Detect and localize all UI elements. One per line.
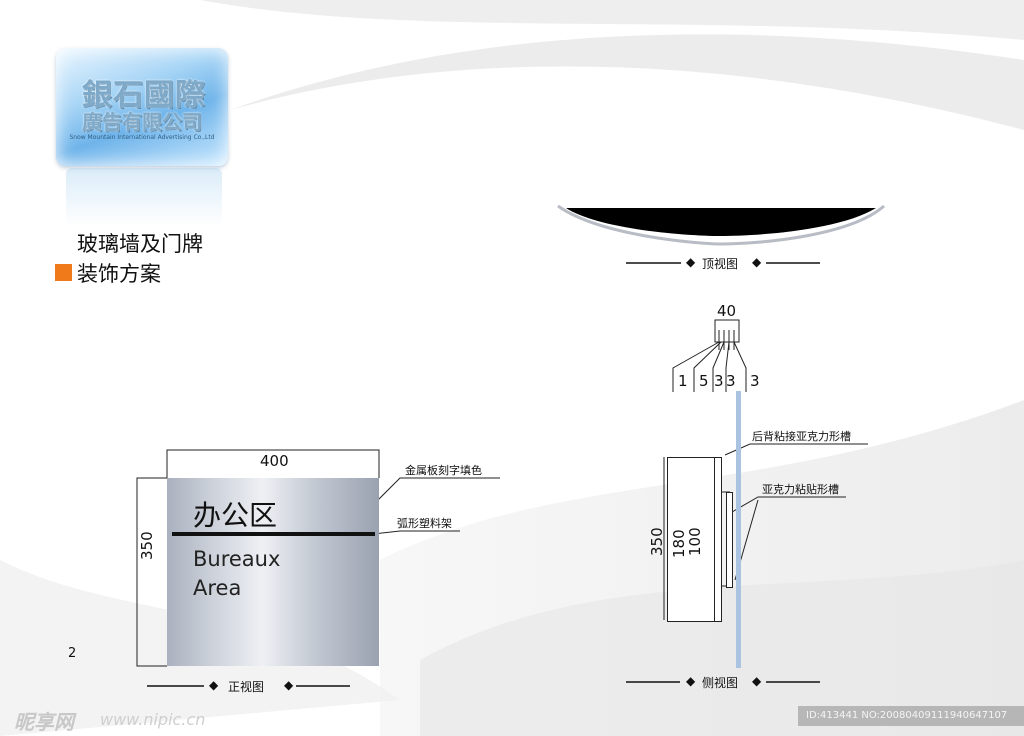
label-metal-plate: 金属板刻字填色 <box>405 464 482 477</box>
top-view-caption: 顶视图 <box>702 257 739 271</box>
company-logo: 銀石國際 廣告有限公司 Snow Mountain International … <box>56 48 228 166</box>
diamond-icon: ◆ <box>284 678 294 692</box>
side-sign-plate <box>667 457 716 622</box>
watermark-brand: 昵享网 <box>14 710 74 734</box>
label-acrylic-slot: 亚克力粘贴形槽 <box>762 483 839 496</box>
label-back-acrylic: 后背粘接亚克力形槽 <box>752 430 851 443</box>
side-dimension-100: 100 <box>686 527 704 556</box>
orange-bullet-icon <box>55 264 72 281</box>
side-sign-backing <box>714 457 722 622</box>
side-sub-dimension: 3 <box>750 372 760 390</box>
side-sub-dimension: 5 <box>699 372 709 390</box>
sign-text-english-2: Area <box>193 576 242 600</box>
diamond-icon: ◆ <box>686 255 696 269</box>
diamond-icon: ◆ <box>752 674 762 688</box>
page-title-line2: 装饰方案 <box>77 262 161 286</box>
label-arc-frame: 弧形塑料架 <box>397 517 452 530</box>
sign-divider-bar <box>172 532 375 536</box>
side-sub-dimension: 1 <box>678 372 688 390</box>
watermark-id: ID:413441 NO:20080409111940647107 <box>798 706 1024 726</box>
logo-english-name: Snow Mountain International Advertising … <box>69 134 215 141</box>
front-view-caption: 正视图 <box>228 680 265 694</box>
side-top-dimension: 40 <box>717 302 737 320</box>
side-sub-dimension: 3 <box>714 372 724 390</box>
front-sign-plate <box>167 478 379 666</box>
diamond-icon: ◆ <box>209 678 219 692</box>
side-dimension-350: 350 <box>648 527 666 556</box>
acrylic-slot <box>726 492 733 588</box>
watermark-url: www.nipic.cn <box>100 710 206 729</box>
sign-text-chinese: 办公区 <box>193 499 278 532</box>
logo-company-type: 廣告有限公司 <box>82 110 202 134</box>
logo-reflection <box>66 168 222 226</box>
page-number: 2 <box>68 646 77 661</box>
diamond-icon: ◆ <box>752 255 762 269</box>
glass-wall <box>736 391 741 668</box>
sign-text-english-1: Bureaux <box>193 547 281 571</box>
logo-name: 銀石國際 <box>82 78 206 113</box>
side-sub-dimension: 3 <box>726 372 736 390</box>
page-title-line1: 玻璃墙及门牌 <box>77 232 203 256</box>
side-view-caption: 侧视图 <box>702 676 739 690</box>
front-width-dimension: 400 <box>260 452 289 470</box>
diamond-icon: ◆ <box>686 674 696 688</box>
